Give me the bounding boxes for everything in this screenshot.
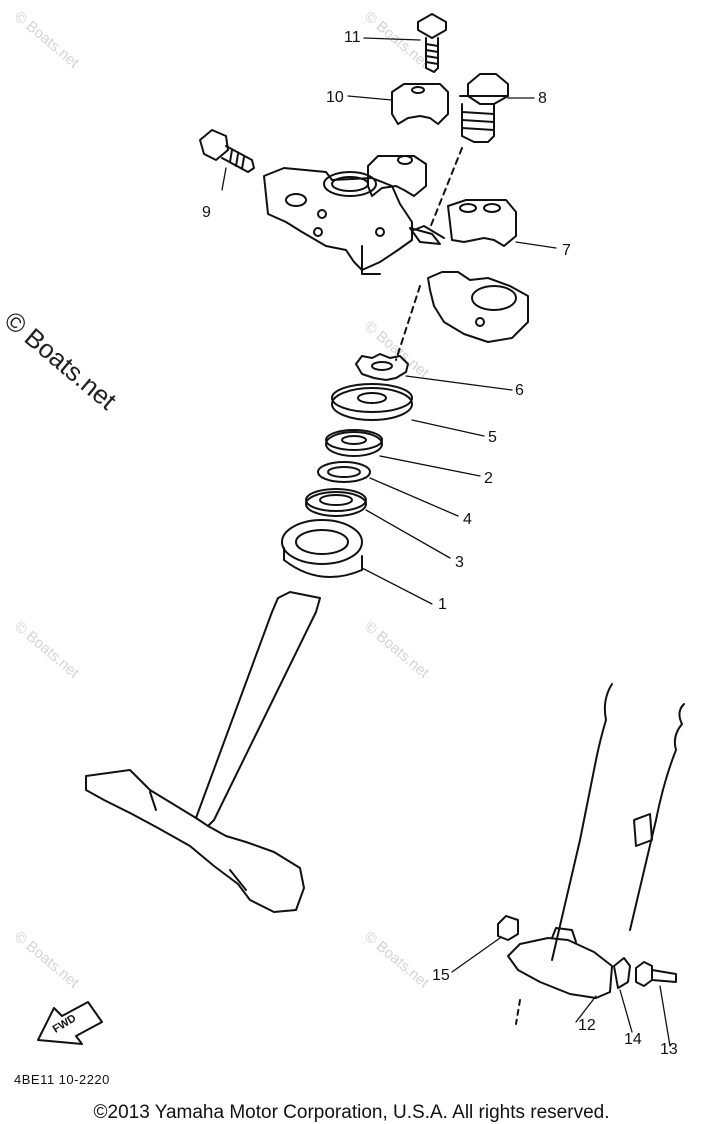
callout-label: 5 [488,429,497,446]
bearing-race-3 [305,488,367,517]
callout-label: 8 [538,90,547,107]
callout-label: 10 [326,89,344,106]
upper-bracket [263,167,445,275]
callout-label: 12 [578,1017,596,1034]
washer-5 [331,383,413,421]
callout-label: 14 [624,1031,642,1048]
cable-clamp-assembly [497,915,677,1025]
ball-bearing-4 [317,461,371,483]
diagram-code: 4BE11 10-2220 [14,1072,110,1087]
copyright-notice: ©2013 Yamaha Motor Corporation, U.S.A. A… [93,1102,610,1123]
handlebar-clamp-upper-10 [391,83,449,125]
callout-label: 7 [562,242,571,259]
callout-label: 2 [484,470,493,487]
handlebar-holder-7 [409,199,529,343]
callout-label: 13 [660,1041,678,1058]
handlebar-holder-left [367,155,427,197]
bolt-8 [459,73,509,143]
ring-nut-6 [355,353,409,381]
callout-label: 3 [455,554,464,571]
bolt-9 [199,129,255,173]
bolt-11 [417,13,447,73]
bearing-race-2 [325,429,383,457]
callout-label: 9 [202,204,211,221]
steering-stem-under-bracket [85,591,321,913]
callout-label: 1 [438,596,447,613]
callout-label: 6 [515,382,524,399]
fwd-arrow-outline [37,1001,103,1045]
bearing-1 [281,519,363,579]
callout-label: 15 [432,967,450,984]
callout-label: 4 [463,511,472,528]
callout-label: 11 [344,29,361,46]
fork-tube [551,683,685,961]
